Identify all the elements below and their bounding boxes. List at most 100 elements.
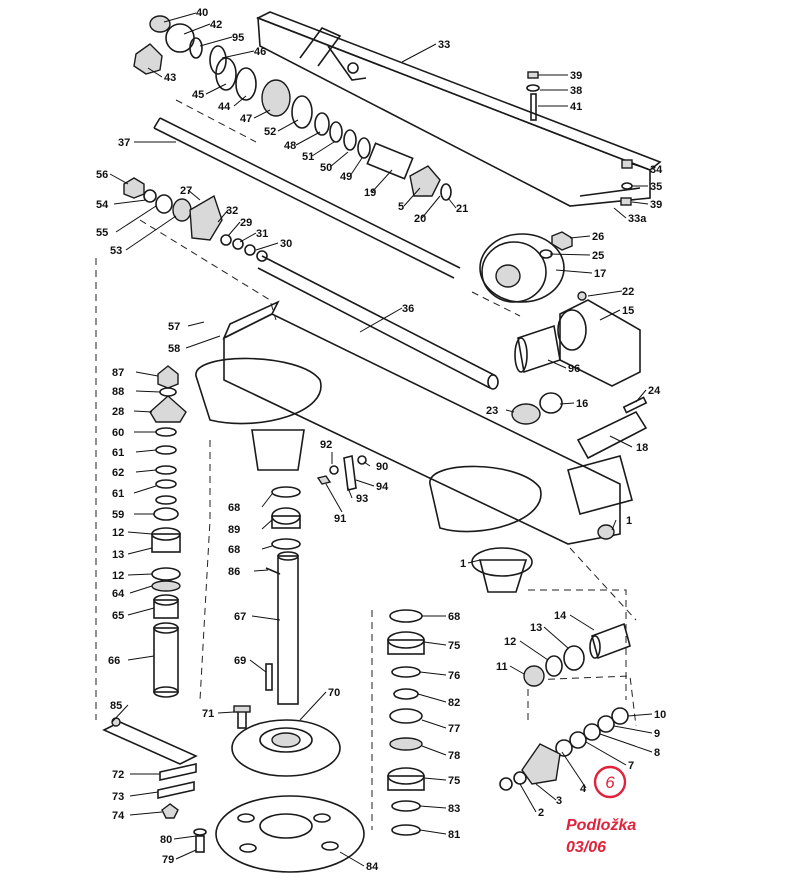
part-label: 79 bbox=[162, 854, 174, 866]
part-label: 43 bbox=[164, 72, 176, 84]
part-label: 28 bbox=[112, 406, 124, 418]
part-label: 16 bbox=[576, 398, 588, 410]
part-label: 26 bbox=[592, 231, 604, 243]
callout-part-6: 6 Podložka 03/06 bbox=[566, 765, 636, 856]
lower-right-drawing bbox=[499, 622, 631, 791]
part-label: 21 bbox=[456, 203, 468, 215]
part-label: 25 bbox=[592, 250, 604, 262]
part-label: 62 bbox=[112, 467, 124, 479]
shaft-36-drawing bbox=[257, 255, 499, 390]
bushing-96-drawing bbox=[511, 324, 563, 425]
gearbox-frame-drawing bbox=[195, 300, 633, 593]
part-label: 49 bbox=[340, 171, 352, 183]
part-label: 33a bbox=[628, 213, 647, 225]
callout-note-line2: 03/06 bbox=[566, 839, 606, 856]
part-label: 14 bbox=[554, 610, 567, 622]
part-label: 93 bbox=[356, 493, 368, 505]
part-label: 78 bbox=[448, 750, 460, 762]
shaft-18-drawing bbox=[576, 396, 648, 460]
part-label: 56 bbox=[96, 169, 108, 181]
part-label: 64 bbox=[112, 588, 125, 600]
part-label: 34 bbox=[650, 164, 663, 176]
part-label: 4 bbox=[580, 783, 587, 795]
part-label: 95 bbox=[232, 32, 244, 44]
part-label: 32 bbox=[226, 205, 238, 217]
part-label: 84 bbox=[366, 861, 379, 873]
part-label: 12 bbox=[112, 570, 124, 582]
part-label: 39 bbox=[570, 70, 582, 82]
part-label: 10 bbox=[654, 709, 666, 721]
part-label: 13 bbox=[112, 549, 124, 561]
part-label: 66 bbox=[108, 655, 120, 667]
part-label: 48 bbox=[284, 140, 296, 152]
part-label: 20 bbox=[414, 213, 426, 225]
part-label: 61 bbox=[112, 488, 124, 500]
part-label: 15 bbox=[622, 305, 634, 317]
part-label: 38 bbox=[570, 85, 582, 97]
part-label: 36 bbox=[402, 303, 414, 315]
part-label: 72 bbox=[112, 769, 124, 781]
bolt-34-drawing bbox=[620, 159, 633, 206]
part-label: 11 bbox=[496, 661, 508, 673]
part-label: 89 bbox=[228, 524, 240, 536]
part-label: 39 bbox=[650, 199, 662, 211]
part-label: 46 bbox=[254, 46, 266, 58]
part-label: 18 bbox=[636, 442, 648, 454]
part-label: 13 bbox=[530, 622, 542, 634]
part-label: 71 bbox=[202, 708, 214, 720]
part-label: 12 bbox=[504, 636, 516, 648]
part-label: 8 bbox=[654, 747, 660, 759]
shaft-37-drawing bbox=[153, 117, 461, 279]
part-label: 45 bbox=[192, 89, 204, 101]
part-label: 69 bbox=[234, 655, 246, 667]
part-label: 68 bbox=[228, 544, 240, 556]
part-label: 73 bbox=[112, 791, 124, 803]
part-label: 65 bbox=[112, 610, 124, 622]
part-label: 19 bbox=[364, 187, 376, 199]
disc-84-drawing bbox=[193, 795, 365, 873]
part-label: 51 bbox=[302, 151, 314, 163]
part-label: 70 bbox=[328, 687, 340, 699]
part-label: 88 bbox=[112, 386, 124, 398]
part-label: 80 bbox=[160, 834, 172, 846]
part-label: 50 bbox=[320, 162, 332, 174]
part-label: 61 bbox=[112, 447, 124, 459]
part-label: 86 bbox=[228, 566, 240, 578]
part-label: 87 bbox=[112, 367, 124, 379]
part-label: 17 bbox=[594, 268, 606, 280]
part-label: 1 bbox=[626, 515, 632, 527]
part-label: 91 bbox=[334, 513, 346, 525]
part-label: 74 bbox=[112, 810, 125, 822]
part-label: 5 bbox=[398, 201, 404, 213]
hub-70-drawing bbox=[231, 705, 341, 777]
callout-circle bbox=[593, 765, 627, 799]
part-label: 55 bbox=[96, 227, 108, 239]
left-stack-drawing bbox=[149, 365, 187, 698]
part-label: 52 bbox=[264, 126, 276, 138]
part-label: 59 bbox=[112, 509, 124, 521]
part-label: 41 bbox=[570, 101, 582, 113]
part-label: 22 bbox=[622, 286, 634, 298]
part-label: 57 bbox=[168, 321, 180, 333]
plate-group-drawing bbox=[102, 717, 198, 819]
part-label: 75 bbox=[448, 775, 460, 787]
part-label: 54 bbox=[96, 199, 109, 211]
part-label: 30 bbox=[280, 238, 292, 250]
part-label: 44 bbox=[218, 101, 231, 113]
part-label: 23 bbox=[486, 405, 498, 417]
part-label: 90 bbox=[376, 461, 388, 473]
pulley-17-drawing bbox=[479, 231, 573, 303]
part-label: 85 bbox=[110, 700, 122, 712]
middle-stack-drawing bbox=[265, 486, 301, 705]
part-label: 27 bbox=[180, 185, 192, 197]
part-label: 1 bbox=[460, 558, 466, 570]
beam-33-drawing bbox=[256, 11, 662, 207]
callout-circle-number: 6 bbox=[605, 773, 615, 792]
part-label: 96 bbox=[568, 363, 580, 375]
part-label: 60 bbox=[112, 427, 124, 439]
part-label: 24 bbox=[648, 385, 661, 397]
part-label: 68 bbox=[228, 502, 240, 514]
gear-group-top-drawing bbox=[133, 15, 371, 159]
callout-note-line1: Podložka bbox=[566, 817, 636, 834]
